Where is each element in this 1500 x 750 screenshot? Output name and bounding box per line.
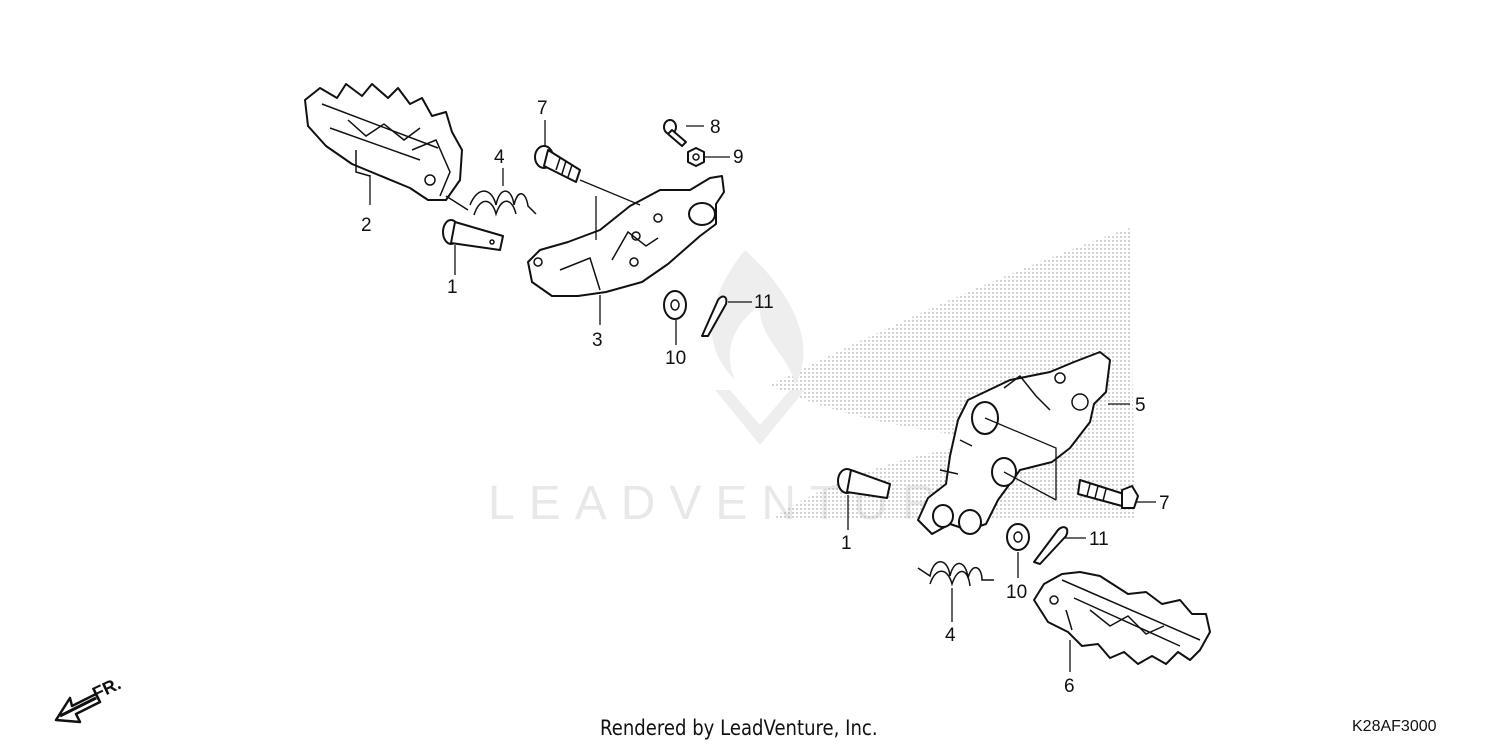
- callout-left-nut: 9: [733, 147, 744, 168]
- callout-left-small-bolt: 8: [710, 117, 721, 138]
- callout-left-cotter: 11: [754, 292, 774, 313]
- callout-left-spring: 4: [494, 147, 505, 168]
- callout-right-cotter: 11: [1089, 529, 1109, 550]
- right-cotter-pin[interactable]: [1033, 526, 1069, 565]
- right-footpeg[interactable]: [1033, 571, 1211, 665]
- right-return-spring[interactable]: [917, 561, 994, 587]
- callout-right-spring: 4: [945, 625, 956, 646]
- callout-right-bracket: 5: [1135, 395, 1146, 416]
- callout-left-washer: 10: [665, 348, 686, 369]
- left-bolt[interactable]: [534, 145, 581, 183]
- right-step-bracket[interactable]: [917, 351, 1111, 535]
- callout-right-washer: 10: [1006, 582, 1027, 603]
- left-small-bolt[interactable]: [663, 119, 687, 147]
- callout-right-pin: 1: [841, 533, 852, 554]
- callout-left-pin: 1: [447, 277, 458, 298]
- left-step-bracket[interactable]: [527, 175, 725, 297]
- callout-right-peg: 6: [1064, 676, 1075, 697]
- left-clevis-pin[interactable]: [442, 219, 504, 251]
- callout-left-peg: 2: [361, 215, 372, 236]
- left-return-spring[interactable]: [445, 190, 537, 217]
- left-washer[interactable]: [663, 290, 687, 320]
- callout-left-bracket: 3: [592, 330, 603, 351]
- render-credit: Rendered by LeadVenture, Inc.: [600, 716, 878, 740]
- callout-right-bolt: 7: [1159, 493, 1170, 514]
- watermark-logo: [711, 250, 805, 445]
- left-leaders: [369, 120, 752, 345]
- right-clevis-pin[interactable]: [837, 468, 891, 499]
- left-cotter-pin[interactable]: [701, 295, 728, 337]
- diagram-code: K28AF3000: [1352, 718, 1437, 735]
- front-direction-arrow: FR.: [54, 673, 124, 724]
- right-leaders: [847, 403, 1156, 672]
- left-nut[interactable]: [687, 147, 705, 167]
- right-washer[interactable]: [1006, 523, 1030, 551]
- callout-left-bolt: 7: [537, 98, 548, 119]
- left-footpeg[interactable]: [304, 83, 463, 201]
